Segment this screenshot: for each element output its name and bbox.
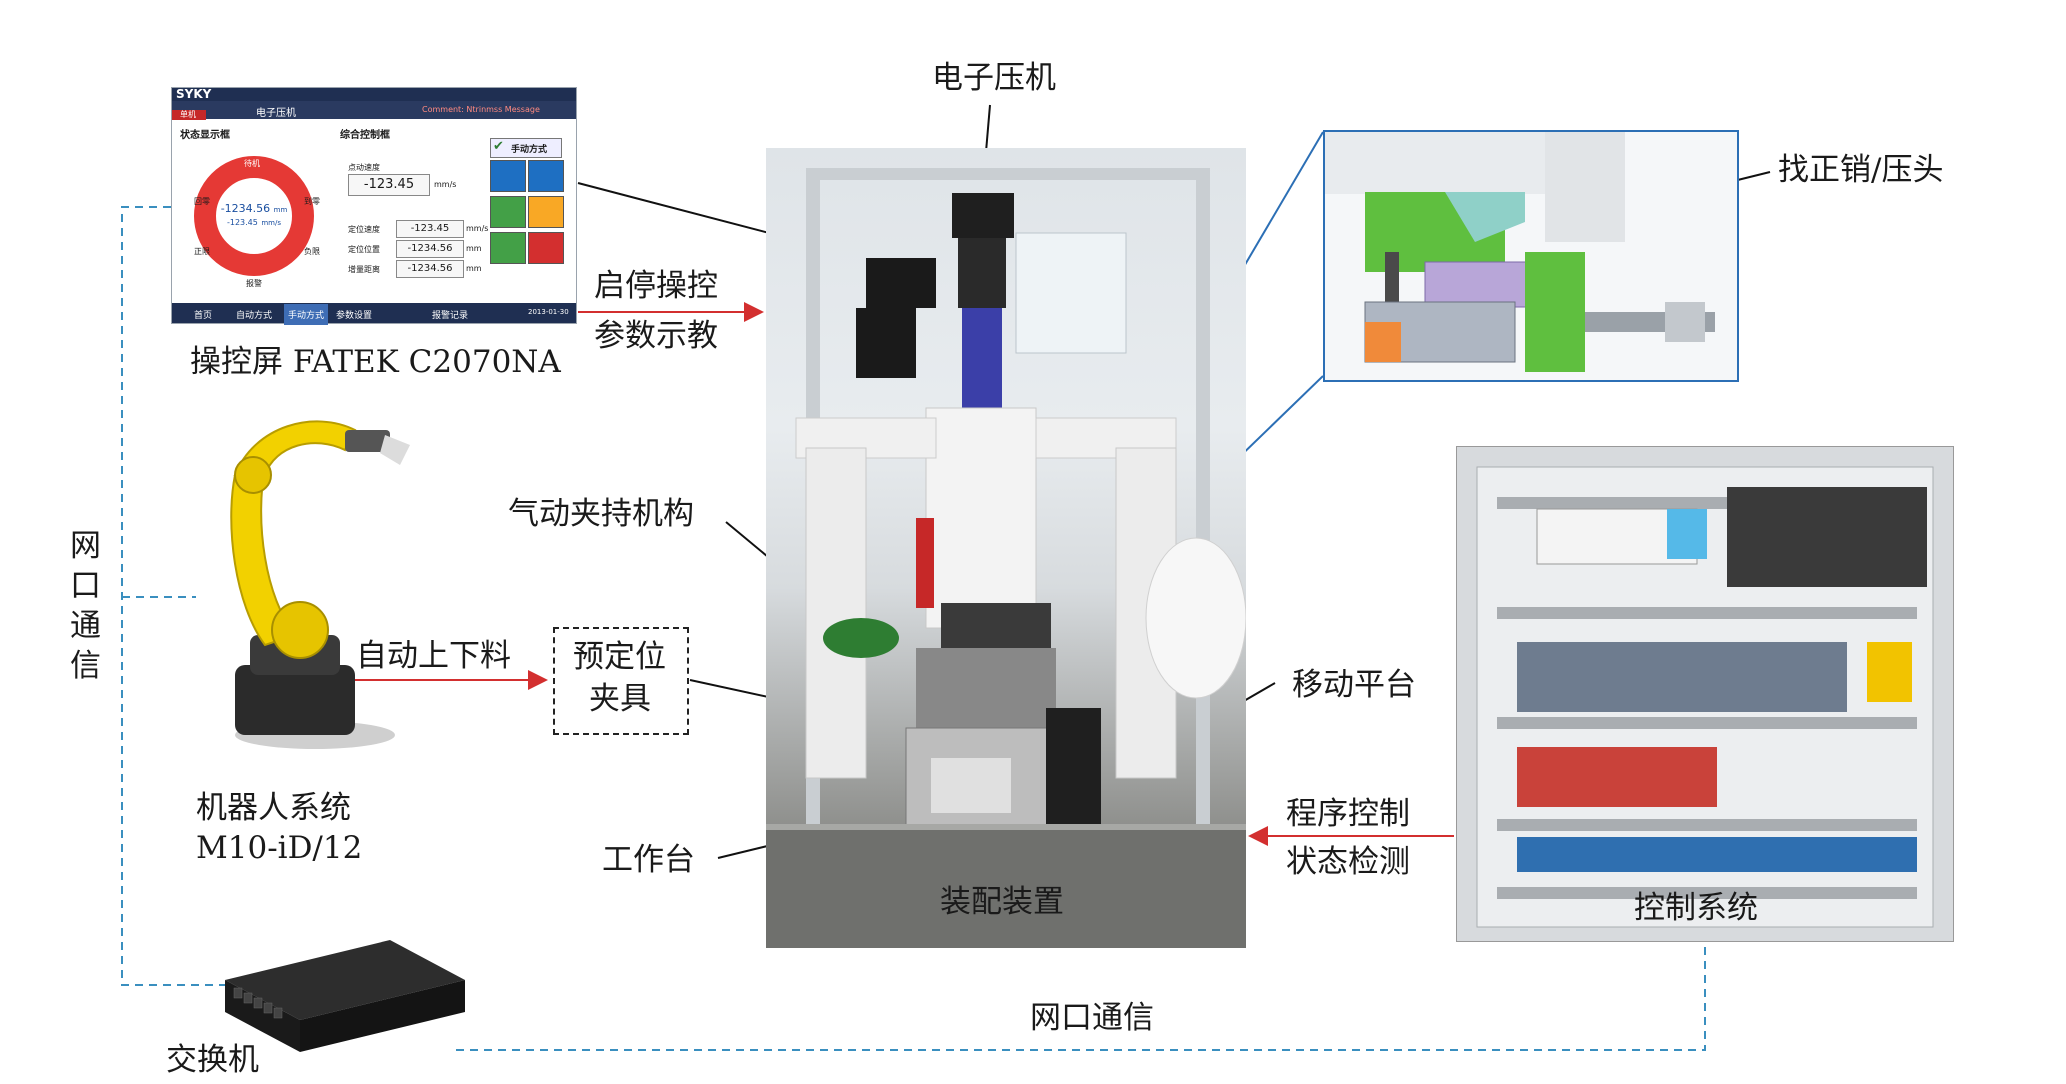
hmi-ring-bottom-left: 正限 [194,247,210,256]
hmi-menubar: 电子压机 Comment: Ntrinmss Message [172,101,576,119]
hmi-ring-top: 待机 [244,159,260,168]
hmi-row-label: 定位位置 [348,245,380,254]
hmi-stop-button[interactable] [528,232,564,264]
hmi-tab-auto[interactable]: 自动方式 [236,311,273,321]
label-network-bottom: 网口通信 [1030,1000,1154,1036]
hmi-bottom-bar: 首页 自动方式 手动方式 参数设置 报警记录 2013-01-30 [172,303,576,325]
label-pneumatic-clamp: 气动夹持机构 [508,496,694,532]
hmi-brand: SYKY [176,87,212,101]
label-electronic-press: 电子压机 [932,60,1056,96]
hmi-manual-mode-label: 手动方式 [511,145,548,155]
label-assembly-device: 装配装置 [940,884,1064,920]
assembly-device-illustration [766,168,1246,948]
hmi-row-field[interactable]: -1234.56 [396,240,464,258]
hmi-ring-right: 到零 [304,197,320,206]
hmi-row-label: 定位速度 [348,225,380,234]
hmi-screen: SYKY 电子压机 Comment: Ntrinmss Message 单机 状… [171,87,577,325]
hmi-row-unit: mm [466,244,482,253]
hmi-row-unit: mm [466,264,482,273]
network-line-bottom [456,940,1706,1051]
hmi-tab-manual[interactable]: 手动方式 [284,304,329,325]
hmi-ring-bottom: 报警 [246,279,262,288]
pre-positioning-fixture-box: 预定位 夹具 [553,627,689,735]
hmi-mode-tab-label: 单机 [180,110,196,119]
label-control-system: 控制系统 [1634,890,1758,926]
hmi-jog-down-button[interactable] [528,160,564,192]
hmi-tab-settings[interactable]: 参数设置 [336,311,373,321]
control-cabinet-photo [1456,446,1954,942]
hmi-row-field[interactable]: -123.45 [396,220,464,238]
assembly-device-photo [766,148,1246,948]
control-cabinet-illustration [1457,447,1953,941]
label-hmi-caption: 操控屏 FATEK C2070NA [190,344,561,380]
hmi-run-button[interactable] [490,232,526,264]
label-program-control: 程序控制 [1286,796,1410,832]
hmi-status-title: 状态显示框 [180,130,230,141]
network-vertical-char-3: 通 [70,608,101,644]
hmi-device-name: 电子压机 [256,108,296,119]
hmi-jog-up-button[interactable] [490,160,526,192]
label-moving-platform: 移动平台 [1292,667,1416,703]
hmi-tab-alarm[interactable]: 报警记录 [432,311,469,321]
hmi-ring-left: 回零 [194,197,210,206]
hmi-ring-bottom-right: 负限 [304,247,320,256]
label-network-vertical: 网 口 通 信 [70,526,104,686]
label-start-stop: 启停操控 [594,268,718,304]
hmi-comment: Comment: Ntrinmss Message [422,105,540,114]
hmi-manual-mode-button[interactable]: ✔ 手动方式 [490,138,562,158]
hmi-tab-home[interactable]: 首页 [194,311,213,321]
label-parameter-teach: 参数示教 [594,318,718,354]
label-alignment-pin: 找正销/压头 [1778,152,1944,188]
hmi-ring-value-number: -1234.56 [220,202,271,215]
hmi-row-field[interactable]: -1234.56 [396,260,464,278]
label-workbench: 工作台 [602,842,695,878]
hmi-row-unit: mm/s [466,224,489,233]
fixture-label-2: 夹具 [589,681,651,717]
hmi-speed-unit: mm/s [434,180,457,189]
network-vertical-char-2: 口 [70,568,101,604]
hmi-home-button[interactable] [490,196,526,228]
hmi-row-label: 增量距离 [348,265,380,274]
check-icon: ✔ [493,139,504,154]
label-status-detect: 状态检测 [1286,844,1410,880]
hmi-target-button[interactable] [528,196,564,228]
network-vertical-char-4: 信 [70,648,101,684]
hmi-ring-value: -1234.56 mm -123.45 mm/s [206,202,302,228]
alignment-pin-zoom-inset [1323,130,1739,382]
hmi-mode-tab: 单机 [172,110,206,120]
hmi-topbar: SYKY [172,88,576,101]
hmi-control-title: 综合控制框 [340,130,390,141]
label-robot-system: 机器人系统 [196,790,351,826]
network-vertical-char-1: 网 [70,528,101,564]
alignment-pin-illustration [1325,132,1737,380]
hmi-ring-unit: mm [273,206,288,214]
hmi-ring-unit2: mm/s [261,219,282,227]
label-auto-loading: 自动上下料 [356,638,511,674]
hmi-speed-field[interactable]: -123.45 [348,174,430,196]
hmi-speed-label: 点动速度 [348,163,380,172]
hmi-date: 2013-01-30 [528,308,569,316]
robot-image [230,420,410,749]
hmi-ring-value2: -123.45 [226,218,258,227]
network-switch-image [225,940,465,1052]
fixture-label-1: 预定位 [573,639,666,675]
label-robot-model: M10-iD/12 [196,830,363,866]
label-switch: 交换机 [166,1042,259,1078]
